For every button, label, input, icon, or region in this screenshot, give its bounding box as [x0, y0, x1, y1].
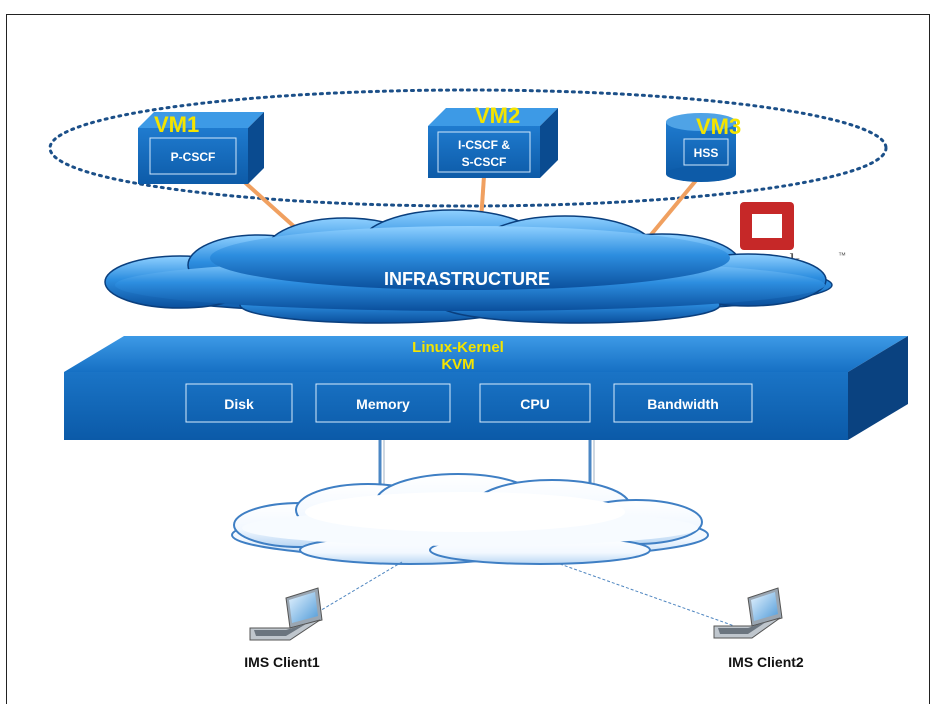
openstack-logo-tm: ™ [838, 251, 846, 260]
figure-frame [6, 14, 930, 704]
vm2-tag: VM2 [475, 103, 520, 128]
bandwidth-box [613, 383, 753, 423]
vm3-tag: VM3 [696, 114, 741, 139]
laptop-icon [249, 587, 323, 641]
vm2-node: VM2 I-CSCF & S-CSCF [428, 103, 558, 178]
vm3-node: VM3 HSS [666, 113, 741, 182]
laptop-icon [713, 587, 783, 639]
vm1-service: P-CSCF [171, 150, 216, 164]
vm3-service: HSS [694, 146, 719, 160]
vm2-service-line2: S-CSCF [462, 155, 507, 169]
vm-cluster-ellipse [48, 88, 888, 208]
memory-box [315, 383, 451, 423]
kvm-label: KVM [441, 356, 474, 373]
link-client1 [317, 561, 403, 613]
kernel-platform: Linux-Kernel KVM Disk Memory CPU Bandwid… [64, 336, 908, 440]
kernel-label: Linux-Kernel [412, 339, 504, 356]
vm2-service-line1: I-CSCF & [458, 138, 510, 152]
infrastructure-label: INFRASTRUCTURE [384, 269, 550, 289]
vm1-node: VM1 P-CSCF [138, 112, 264, 184]
network-cloud [231, 473, 709, 565]
vm1-tag: VM1 [154, 112, 199, 137]
client1-label: IMS Client1 [244, 654, 320, 670]
resource-bandwidth: Bandwidth [647, 396, 719, 412]
resource-cpu: CPU [520, 396, 550, 412]
resource-memory: Memory [356, 396, 410, 412]
infrastructure-cloud: INFRASTRUCTURE [104, 209, 833, 324]
resource-disk: Disk [224, 396, 254, 412]
disk-box [185, 383, 293, 423]
client2-label: IMS Client2 [728, 654, 804, 670]
link-client2 [559, 563, 741, 629]
cpu-box [479, 383, 591, 423]
